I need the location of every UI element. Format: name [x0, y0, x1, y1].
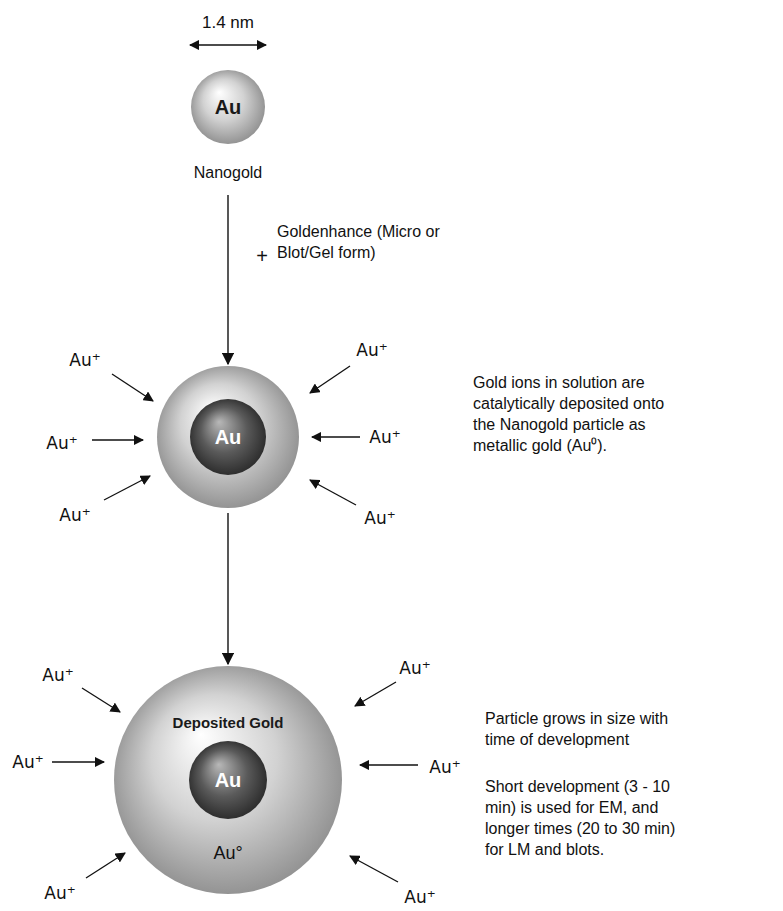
flow-arrow: [227, 513, 228, 664]
ion-label: Au⁺: [429, 757, 460, 777]
coated-particle: Au: [156, 365, 300, 509]
ion-label: Au⁺: [59, 505, 90, 525]
ion-label: Au⁺: [69, 350, 100, 370]
ion-label: Au⁺: [356, 340, 387, 360]
process-note: Gold ions in solution are catalytically …: [473, 372, 688, 456]
ion-label: Au⁺: [44, 883, 75, 903]
ion-label: Au⁺: [404, 887, 435, 907]
nanogold-particle: AuNanogold: [158, 69, 298, 191]
ion-label: Au⁺: [12, 752, 43, 772]
element-symbol: Au: [158, 96, 298, 119]
dimension-arrow: [190, 44, 266, 45]
flow-arrow: [227, 195, 228, 364]
sphere: [114, 666, 342, 894]
element-symbol: Au: [188, 769, 268, 792]
ion-label: Au⁺: [46, 433, 77, 453]
sphere: [157, 366, 299, 508]
ion-label: Au⁺: [399, 658, 430, 678]
ion-label: Au⁺: [369, 427, 400, 447]
enlarged-particle: Deposited GoldAu° Au: [113, 665, 343, 895]
layer-name: Deposited Gold: [113, 714, 343, 731]
ion-arrows: [52, 366, 418, 882]
ion-label: Au⁺: [42, 665, 73, 685]
reagent-label: Goldenhance (Micro or Blot/Gel form): [277, 221, 482, 263]
core-particle: Au: [188, 740, 268, 820]
element-symbol: Au°: [113, 843, 343, 864]
growth-note: Particle grows in size with time of deve…: [485, 708, 675, 750]
plus-sign: +: [256, 246, 268, 267]
ion-label: Au⁺: [364, 508, 395, 528]
particle-name: Nanogold: [158, 164, 298, 182]
sphere: [189, 741, 267, 819]
timing-note: Short development (3 - 10 min) is used f…: [485, 776, 681, 860]
element-symbol: Au: [156, 426, 300, 449]
dimension-label: 1.4 nm: [202, 12, 254, 33]
